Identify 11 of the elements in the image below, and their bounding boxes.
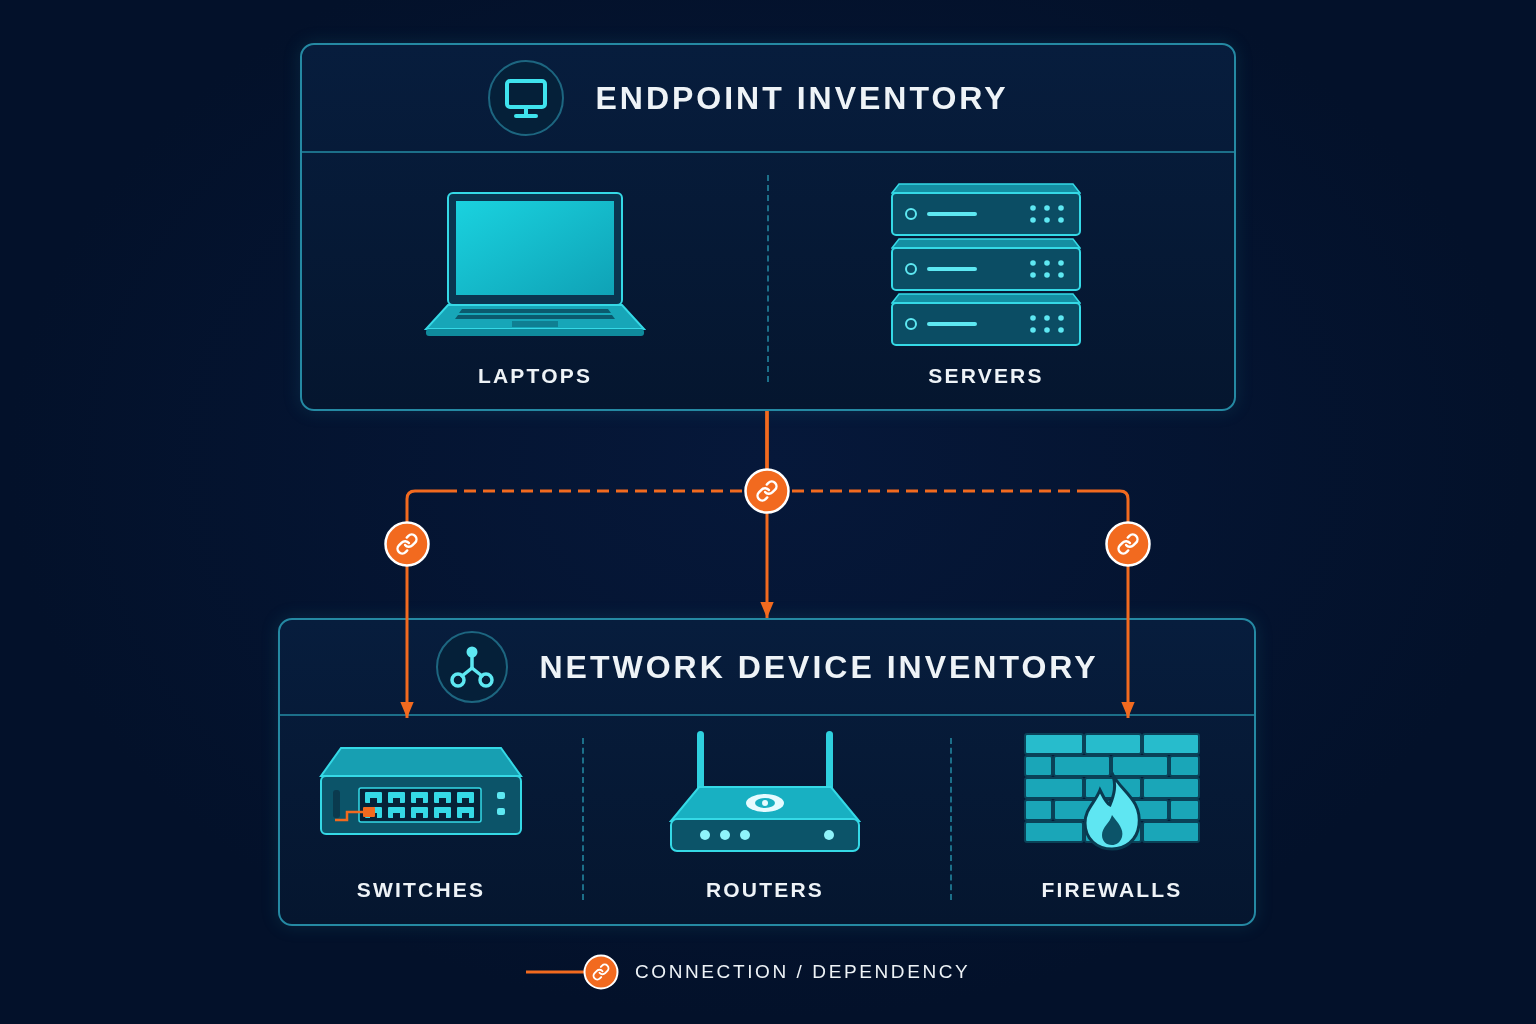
device-label: SWITCHES: [356, 877, 486, 903]
panel-title: NETWORK DEVICE INVENTORY: [539, 648, 1099, 687]
device-label: LAPTOPS: [477, 363, 593, 389]
device-label: ROUTERS: [705, 877, 825, 903]
connector-arrow: [765, 411, 1135, 718]
legend-text: CONNECTION / DEPENDENCY: [635, 960, 971, 984]
inventory-panel: [300, 43, 1236, 411]
device-label: SERVERS: [928, 363, 1044, 389]
panel-title: ENDPOINT INVENTORY: [595, 79, 1009, 118]
device-label: FIREWALLS: [1041, 877, 1183, 903]
inventory-panel: [278, 618, 1256, 926]
